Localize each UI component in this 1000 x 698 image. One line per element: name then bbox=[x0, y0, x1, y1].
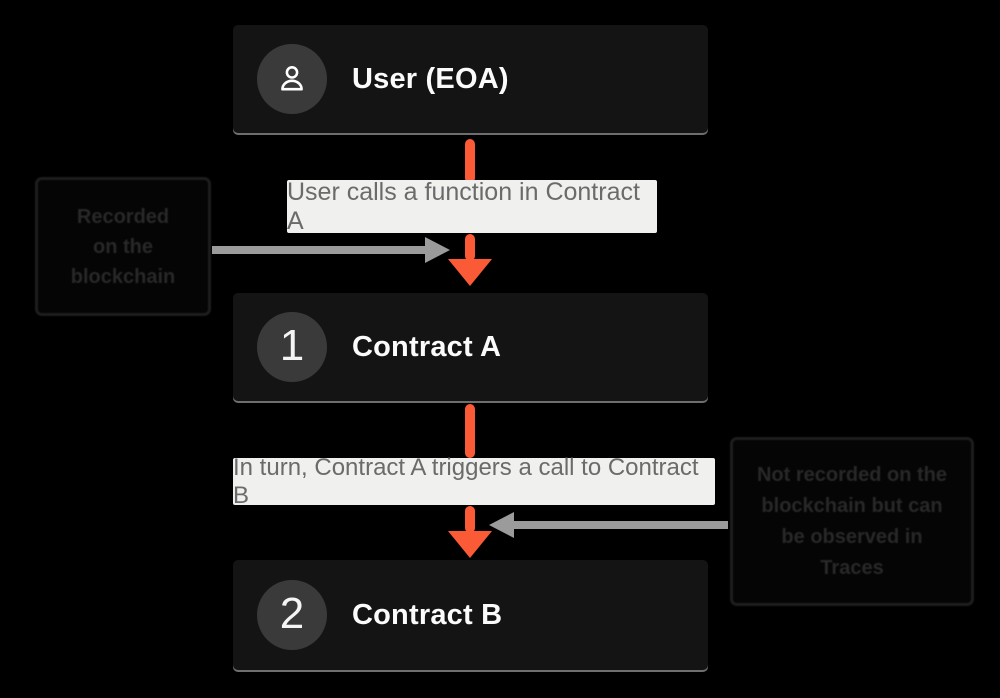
node-user-eoa: User (EOA) bbox=[233, 25, 708, 133]
caption-contract-a-triggers-b: In turn, Contract A triggers a call to C… bbox=[233, 454, 715, 509]
step-1-badge: 1 bbox=[257, 312, 327, 382]
gray-arrow-left-head bbox=[425, 237, 450, 263]
annotation-not-recorded-traces: Not recorded on the blockchain but can b… bbox=[730, 437, 974, 606]
user-icon bbox=[281, 66, 303, 91]
user-avatar-badge bbox=[257, 44, 327, 114]
gray-arrow-right-shaft bbox=[514, 521, 728, 529]
annotation-recorded-on-blockchain: Recorded on the blockchain bbox=[35, 177, 211, 316]
node-title: Contract A bbox=[352, 330, 502, 363]
annotation-line: be observed in bbox=[781, 525, 923, 548]
caption-user-calls-contract-a: User calls a function in Contract A bbox=[287, 178, 657, 235]
arrow-contract-a-to-b-shaft-bottom bbox=[465, 506, 475, 533]
annotation-line: on the bbox=[93, 235, 153, 258]
gray-arrow-right-head bbox=[489, 512, 514, 538]
node-title: User (EOA) bbox=[352, 62, 509, 95]
step-2-badge: 2 bbox=[257, 580, 327, 650]
annotation-line: Not recorded on the bbox=[756, 463, 947, 486]
annotation-line: blockchain bbox=[70, 265, 176, 288]
arrow-contract-a-to-b-shaft-top bbox=[465, 404, 475, 458]
step-number: 1 bbox=[279, 321, 305, 370]
node-contract-b: 2 Contract B bbox=[233, 560, 708, 670]
arrow-user-to-contract-a-head bbox=[448, 259, 492, 286]
arrow-contract-a-to-b-head bbox=[448, 531, 492, 558]
node-title: Contract B bbox=[352, 598, 503, 631]
step-number: 2 bbox=[279, 589, 305, 638]
arrow-user-to-contract-a-shaft-bottom bbox=[465, 234, 475, 261]
arrow-user-to-contract-a-shaft-top bbox=[465, 139, 475, 183]
annotation-line: Recorded bbox=[76, 205, 170, 228]
annotation-line: blockchain but can bbox=[761, 494, 943, 517]
gray-arrow-left-shaft bbox=[212, 246, 426, 254]
node-contract-a: 1 Contract A bbox=[233, 293, 708, 401]
annotation-line: Traces bbox=[820, 556, 884, 579]
